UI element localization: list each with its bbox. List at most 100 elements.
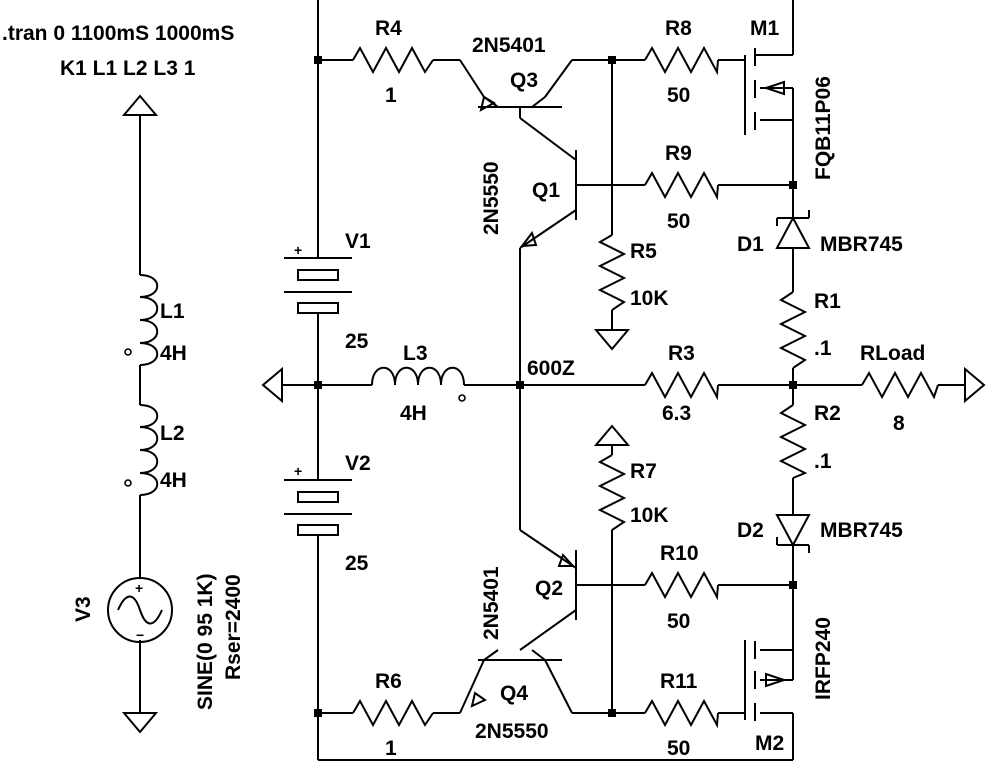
wires	[139, 0, 965, 761]
label-l3-value: 4H	[400, 402, 427, 425]
ground-icon	[593, 329, 631, 351]
label-q1-part: 2N5550	[480, 161, 503, 235]
label-v2-name: V2	[345, 452, 371, 475]
inductor-l1-symbol	[139, 274, 159, 366]
label-l1-value: 4H	[160, 342, 187, 365]
label-r5-name: R5	[630, 240, 657, 263]
resistor-r3-symbol	[644, 370, 719, 401]
wire	[519, 209, 577, 249]
label-q3-part: 2N5401	[472, 34, 546, 57]
label-d1-name: D1	[737, 233, 764, 256]
terminal-up-icon	[593, 424, 631, 446]
label-m1-name: M1	[750, 17, 779, 40]
label-r6-value: 1	[385, 737, 397, 760]
label-r4-value: 1	[385, 84, 397, 107]
label-q2-name: Q2	[535, 577, 563, 600]
terminal-right-icon	[964, 366, 986, 404]
label-r3-note: 600Z	[527, 357, 575, 380]
label-q4-name: Q4	[500, 682, 528, 705]
resistor-rload-symbol	[861, 370, 939, 400]
diode-d2-symbol	[775, 514, 811, 553]
label-l2-name: L2	[160, 422, 185, 445]
label-q1-name: Q1	[532, 179, 560, 202]
label-r11-name: R11	[660, 670, 698, 693]
wire	[544, 59, 573, 98]
resistor-r4-symbol	[352, 45, 434, 75]
label-v1-value: 25	[345, 330, 369, 353]
label-r7-name: R7	[630, 460, 657, 483]
label-r1-name: R1	[814, 290, 841, 313]
battery-v1-symbol: +	[284, 242, 352, 314]
label-v3-rser: Rser=2400	[222, 574, 245, 680]
dot-marker-l2	[124, 479, 132, 487]
resistor-r5-symbol	[597, 234, 627, 311]
label-r8-name: R8	[665, 17, 692, 40]
terminal-up-icon	[121, 94, 159, 116]
label-r2-name: R2	[814, 402, 841, 425]
label-r10-name: R10	[660, 542, 699, 565]
inductor-l3-symbol	[371, 366, 465, 386]
svg-text:−: −	[136, 627, 144, 643]
battery-v2-symbol: +	[284, 463, 352, 536]
mosfet-m2-symbol	[744, 640, 788, 721]
label-rload-name: RLoad	[860, 342, 925, 365]
label-r1-value: .1	[814, 337, 832, 360]
battery-v2-plus: +	[294, 463, 302, 479]
junction-dot	[789, 581, 797, 589]
ground-icon	[121, 712, 159, 734]
wire	[519, 609, 577, 651]
svg-text:+: +	[135, 580, 143, 596]
junction-dot	[608, 56, 616, 64]
junction-dot	[608, 709, 616, 717]
label-rload-value: 8	[893, 412, 905, 435]
resistor-r7-symbol	[597, 454, 627, 531]
resistor-r2-symbol	[778, 404, 808, 479]
label-l2-value: 4H	[160, 469, 187, 492]
label-r4-name: R4	[375, 17, 402, 40]
label-r10-value: 50	[667, 610, 690, 633]
label-v3-value: SINE(0 95 1K)	[194, 573, 217, 710]
label-m2-name: M2	[755, 732, 784, 755]
wire	[459, 659, 485, 714]
label-r9-name: R9	[665, 142, 692, 165]
label-l3-name: L3	[403, 342, 428, 365]
label-r8-value: 50	[667, 84, 690, 107]
directive-tran: .tran 0 1100mS 1000mS	[2, 22, 234, 45]
junctions	[314, 56, 797, 717]
label-v3-name: V3	[72, 596, 95, 622]
transistor-q1-symbol	[519, 150, 577, 248]
label-q4-part: 2N5550	[475, 720, 549, 743]
resistor-r10-symbol	[644, 570, 719, 601]
wire	[519, 529, 577, 569]
label-r6-name: R6	[375, 670, 402, 693]
label-v2-value: 25	[345, 552, 369, 575]
label-l1-name: L1	[160, 300, 185, 323]
dot-marker-l1	[124, 348, 132, 356]
transistor-q2-symbol	[557, 550, 577, 620]
resistor-r9-symbol	[644, 170, 719, 201]
dot-marker-l3	[458, 394, 466, 402]
resistor-r11-symbol	[644, 698, 719, 729]
label-r3-value: 6.3	[662, 402, 691, 425]
transistor-q4-symbol	[470, 649, 562, 708]
wire	[519, 117, 577, 161]
label-r7-value: 10K	[630, 504, 669, 527]
label-r9-value: 50	[667, 210, 690, 233]
terminal-left-icon	[261, 366, 283, 404]
label-r11-value: 50	[667, 737, 690, 760]
transistor-q3-symbol	[478, 95, 562, 112]
label-r2-value: .1	[814, 450, 832, 473]
mosfet-m1-symbol	[744, 48, 793, 135]
junction-dot	[789, 381, 797, 389]
junction-dot	[314, 709, 322, 717]
resistor-r1-symbol	[778, 291, 808, 369]
resistor-r6-symbol	[352, 698, 434, 728]
resistor-r8-symbol	[644, 45, 719, 76]
label-q3-name: Q3	[510, 69, 538, 92]
directive-coupling: K1 L1 L2 L3 1	[60, 57, 196, 80]
junction-dot	[516, 381, 524, 389]
junction-dot	[314, 56, 322, 64]
label-d2-part: MBR745	[820, 519, 903, 542]
junction-dot	[314, 381, 322, 389]
